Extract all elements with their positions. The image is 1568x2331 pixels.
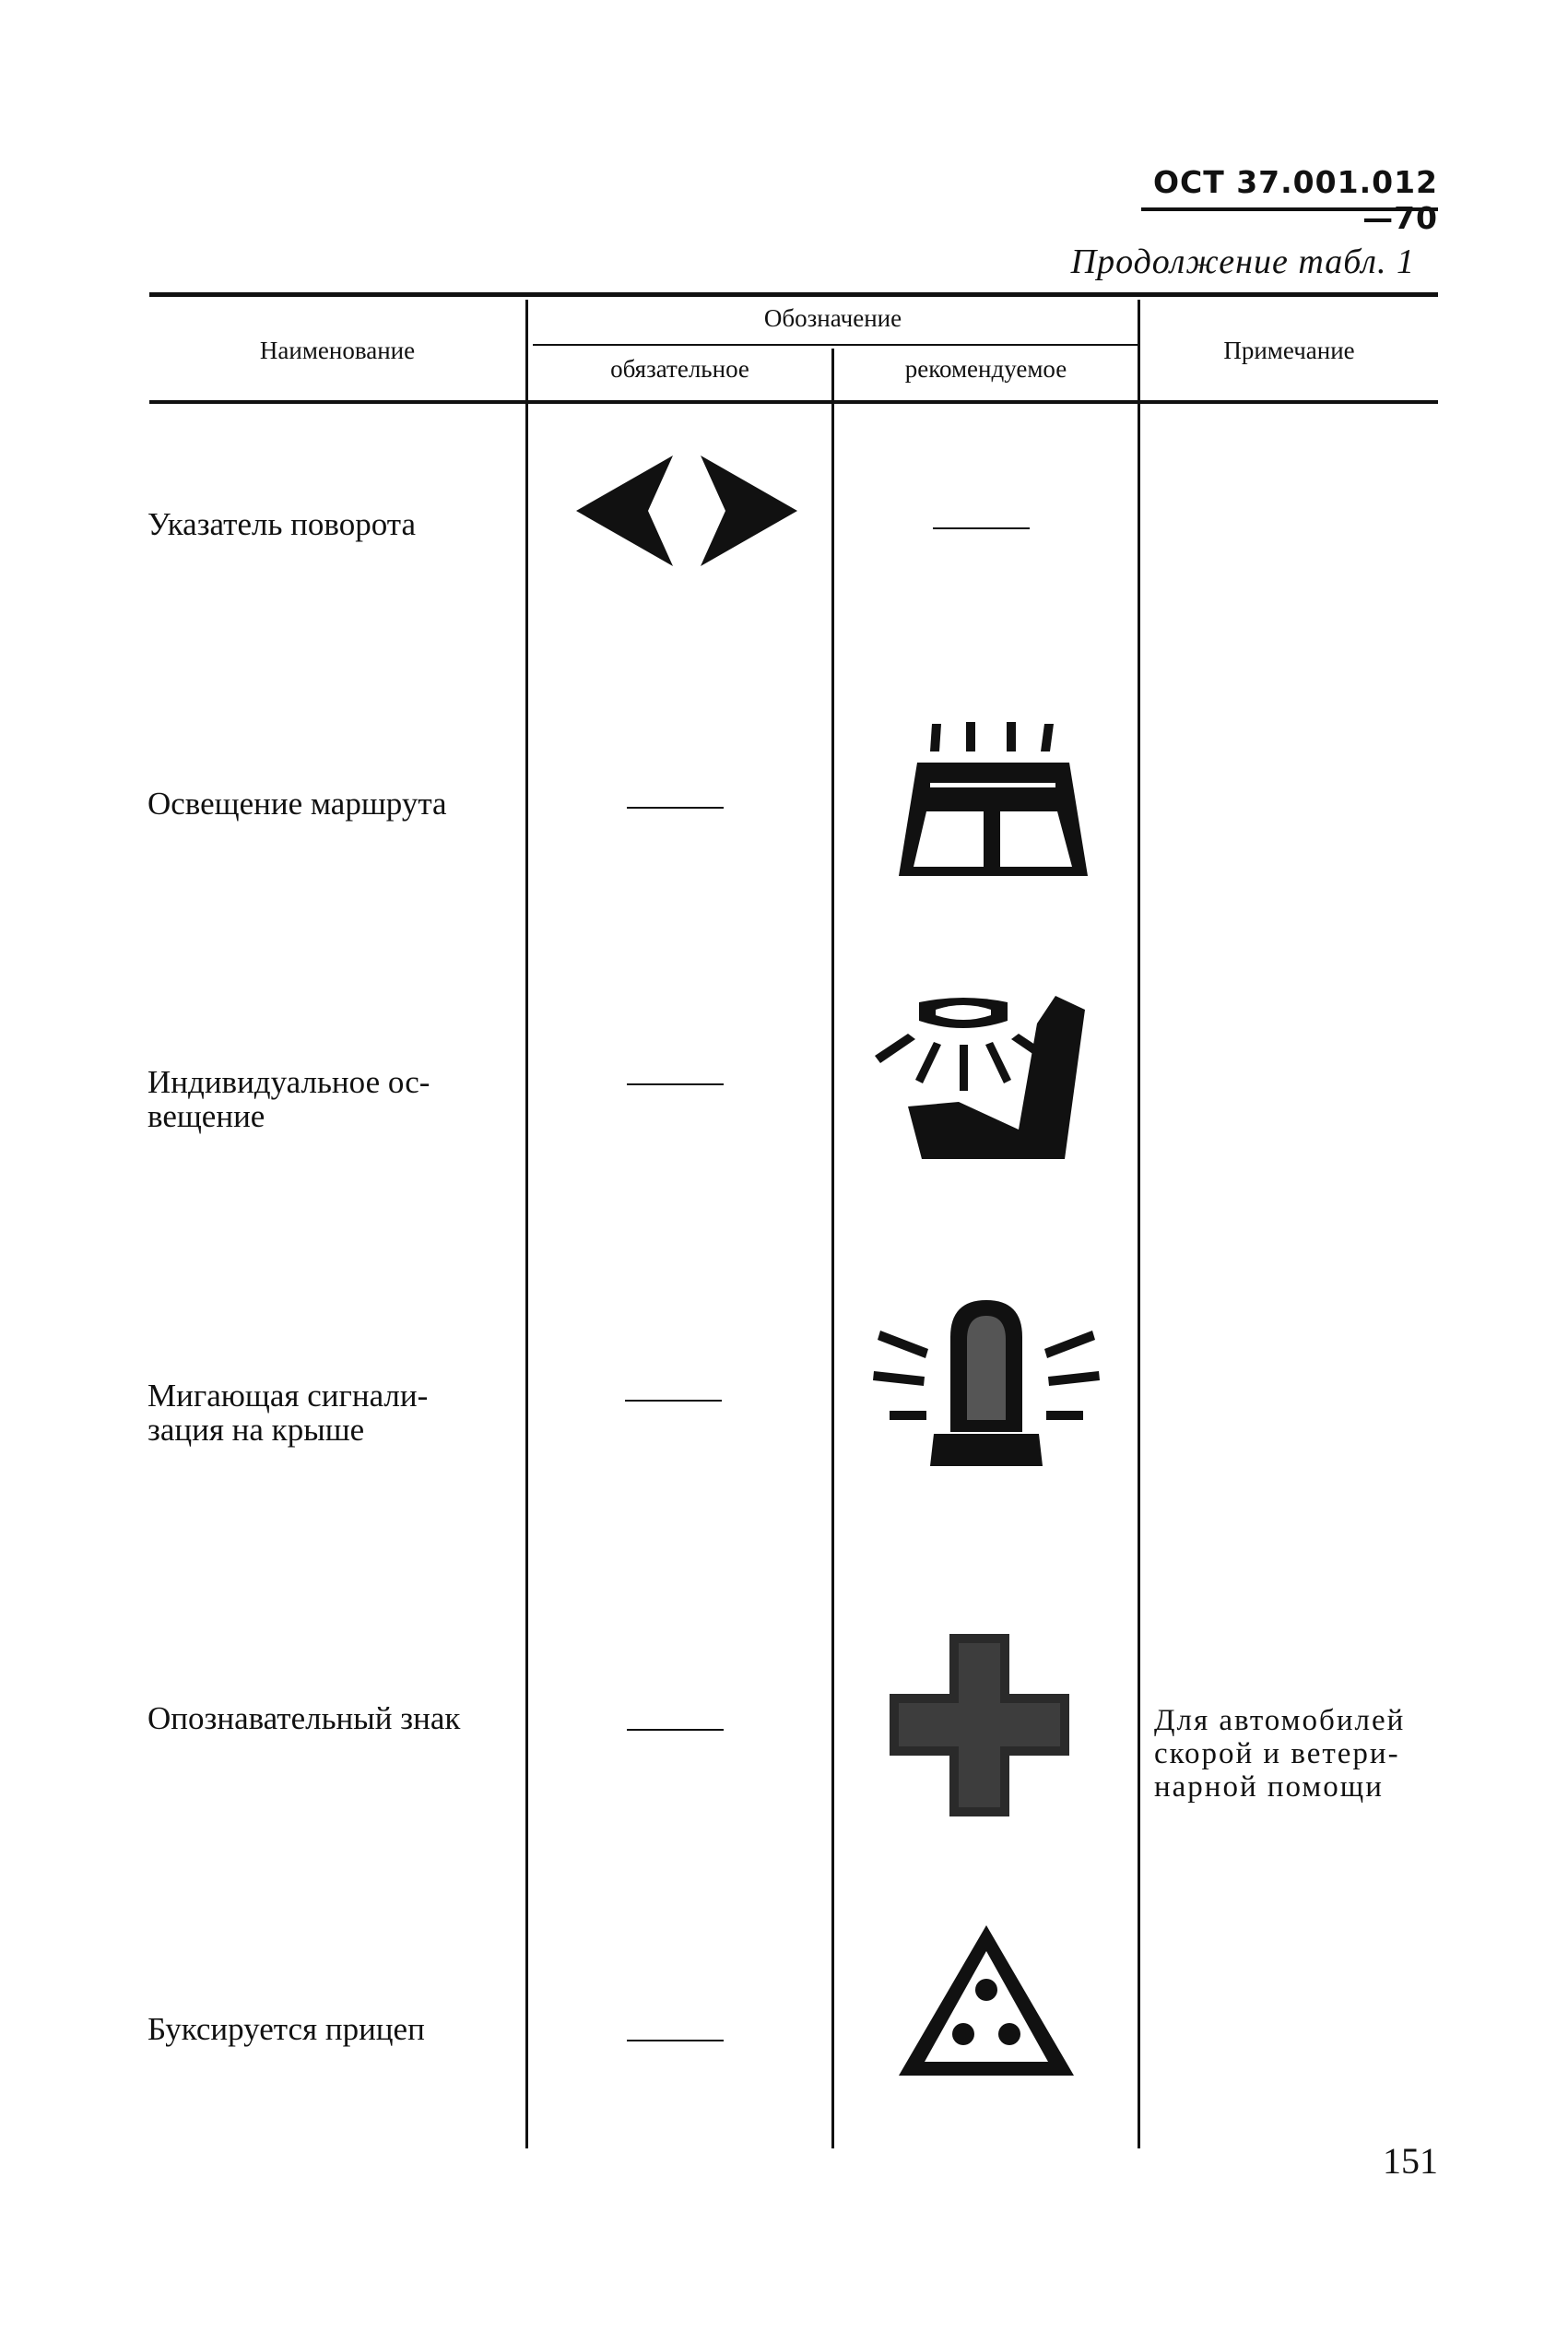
medical-cross-icon: [890, 1634, 1069, 1816]
empty-cell-dash: [627, 807, 724, 809]
row-name-flashing-roof-signal: Мигающая сигнали- зация на крыше: [147, 1378, 429, 1448]
towing-trailer-triangle-icon: [899, 1925, 1074, 2076]
column-divider-3: [1138, 300, 1140, 2148]
turn-signal-arrows-icon: [576, 456, 797, 566]
flashing-beacon-icon: [873, 1300, 1100, 1466]
row-note-identification-sign: Для автомобилей скорой и ветери- нарной …: [1154, 1704, 1406, 1804]
column-header-recommended: рекомендуемое: [904, 355, 1067, 383]
column-header-note: Примечание: [1223, 337, 1355, 364]
table-continuation-caption: Продолжение табл. 1: [1070, 243, 1415, 281]
row-name-turn-signal: Указатель поворота: [147, 506, 416, 542]
empty-cell-dash: [625, 1400, 722, 1402]
column-divider-1: [525, 300, 528, 2148]
row-name-individual-lighting: Индивидуальное ос- вещение: [147, 1064, 430, 1134]
document-code: ОСТ 37.001.012—70: [1152, 164, 1438, 236]
header-bottom-rule: [149, 400, 1438, 404]
row-name-route-lighting: Освещение маршрута: [147, 786, 447, 822]
empty-cell-dash: [627, 1729, 724, 1731]
row-name-identification-sign: Опознавательный знак: [147, 1700, 461, 1736]
empty-cell-dash: [933, 527, 1030, 529]
empty-cell-dash: [627, 1083, 724, 1085]
column-header-mandatory: обязательное: [610, 355, 749, 383]
empty-cell-dash: [627, 2040, 724, 2041]
page-number: 151: [1383, 2140, 1438, 2182]
seat-lamp-icon: [875, 996, 1085, 1159]
column-header-name: Наименование: [259, 337, 416, 364]
column-header-designation: Обозначение: [763, 304, 902, 332]
document-code-underline: [1141, 207, 1438, 211]
table-top-rule: [149, 292, 1438, 297]
route-lighting-icon: [899, 722, 1088, 876]
column-divider-2: [831, 349, 834, 2148]
designation-subheader-rule: [533, 344, 1138, 346]
row-name-towing-trailer: Буксируется прицеп: [147, 2011, 425, 2047]
